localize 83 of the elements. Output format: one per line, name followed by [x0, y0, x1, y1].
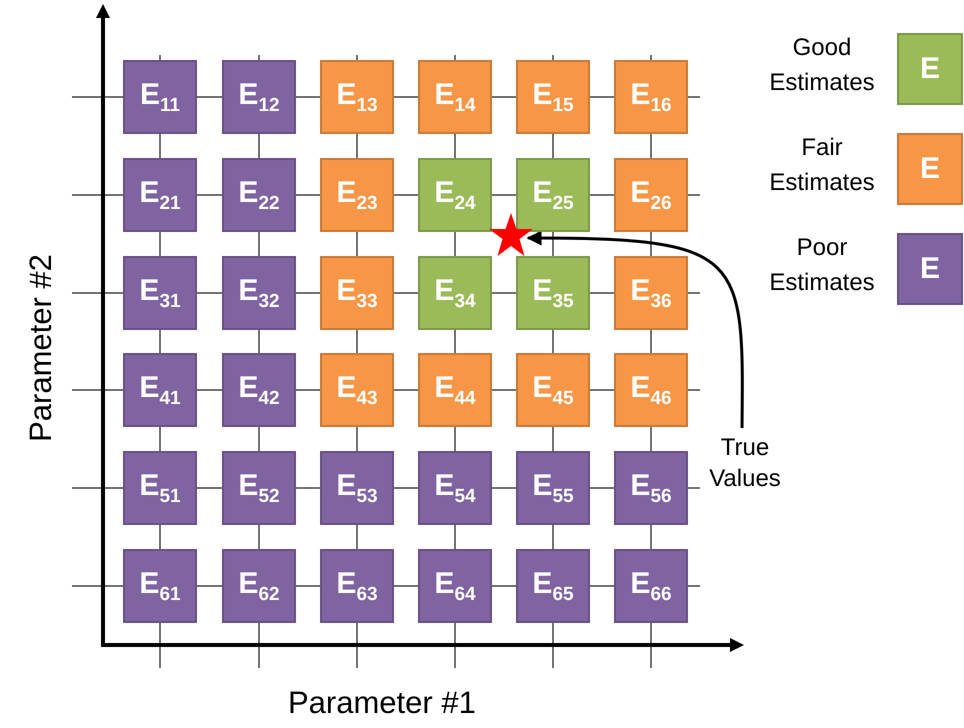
estimate-box [614, 60, 688, 134]
estimate-box [516, 158, 590, 232]
estimate-label: E$_{34}$ [434, 276, 476, 310]
estimate-label: E$_{43}$ [336, 372, 378, 408]
estimate-box [222, 60, 296, 134]
estimate-label: E$_{44}$ [434, 372, 476, 408]
axis-title: Parameter #1 [288, 685, 476, 721]
estimate-box [516, 353, 590, 427]
legend-label: Good Estimates [768, 33, 876, 98]
swatch-letter: E [920, 152, 940, 186]
estimate-box [418, 451, 492, 525]
estimate-box [418, 60, 492, 134]
estimate-label: E$_{51}$ [139, 470, 181, 506]
estimate-label: E$_{31}$ [139, 276, 181, 310]
annotation-text: True Values [708, 432, 782, 494]
estimate-label: E$_{65}$ [532, 568, 574, 604]
estimate-label: E$_{24}$ [434, 178, 476, 212]
estimate-box [123, 549, 197, 623]
estimate-label: E$_{52}$ [238, 470, 280, 506]
estimate-label: E$_{11}$ [140, 80, 180, 114]
estimate-label: E$_{13}$ [336, 80, 378, 114]
estimate-box [516, 451, 590, 525]
estimate-label: E$_{23}$ [336, 178, 378, 212]
estimate-label: E$_{53}$ [336, 470, 378, 506]
estimate-label: E$_{62}$ [238, 568, 280, 604]
estimate-label: E$_{25}$ [532, 178, 574, 212]
estimate-box [222, 256, 296, 330]
estimate-box [614, 451, 688, 525]
estimate-box [320, 60, 394, 134]
estimate-label: E$_{21}$ [139, 178, 181, 212]
estimate-label: E$_{15}$ [532, 80, 574, 114]
estimate-label: E$_{64}$ [434, 568, 476, 604]
estimate-label: E$_{14}$ [434, 80, 476, 114]
estimate-box [516, 60, 590, 134]
estimate-box [614, 353, 688, 427]
legend-label: Fair Estimates [768, 133, 876, 198]
estimate-box [123, 158, 197, 232]
estimate-box [222, 451, 296, 525]
estimate-box [418, 353, 492, 427]
estimate-box [320, 158, 394, 232]
estimate-box [516, 256, 590, 330]
estimate-label: E$_{63}$ [336, 568, 378, 604]
estimate-box [123, 256, 197, 330]
estimate-label: E$_{41}$ [139, 372, 181, 408]
estimate-label: E$_{46}$ [630, 372, 672, 408]
estimate-box [222, 353, 296, 427]
swatch-letter: E [920, 52, 940, 86]
estimate-label: E$_{56}$ [630, 470, 672, 506]
estimate-label: E$_{33}$ [336, 276, 378, 310]
estimate-label: E$_{55}$ [532, 470, 574, 506]
estimate-label: E$_{54}$ [434, 470, 476, 506]
estimate-label: E$_{42}$ [238, 372, 280, 408]
arrow [526, 230, 744, 428]
estimate-box [123, 60, 197, 134]
estimate-label: E$_{36}$ [630, 276, 672, 310]
estimate-box [222, 549, 296, 623]
star-icon [488, 212, 534, 258]
estimate-box [614, 256, 688, 330]
estimate-box [516, 549, 590, 623]
estimate-box [222, 158, 296, 232]
legend-label: Poor Estimates [768, 233, 876, 298]
estimate-label: E$_{16}$ [630, 80, 672, 114]
estimate-box [320, 549, 394, 623]
estimate-label: E$_{45}$ [532, 372, 574, 408]
estimate-label: E$_{35}$ [532, 276, 574, 310]
estimate-box [320, 451, 394, 525]
estimate-box [123, 353, 197, 427]
estimate-box [418, 256, 492, 330]
estimate-box [614, 549, 688, 623]
estimate-box [123, 451, 197, 525]
estimate-label: E$_{32}$ [238, 276, 280, 310]
estimate-box [418, 158, 492, 232]
estimate-label: E$_{66}$ [630, 568, 672, 604]
swatch-letter: E [920, 252, 940, 286]
estimate-box [320, 256, 394, 330]
estimate-box [418, 549, 492, 623]
estimate-label: E$_{61}$ [139, 568, 181, 604]
estimate-label: E$_{22}$ [238, 178, 280, 212]
estimate-label: E$_{26}$ [630, 178, 672, 212]
estimate-box [614, 158, 688, 232]
estimate-label: E$_{12}$ [238, 80, 280, 114]
estimate-box [320, 353, 394, 427]
axis-title: Parameter #2 [22, 254, 59, 442]
